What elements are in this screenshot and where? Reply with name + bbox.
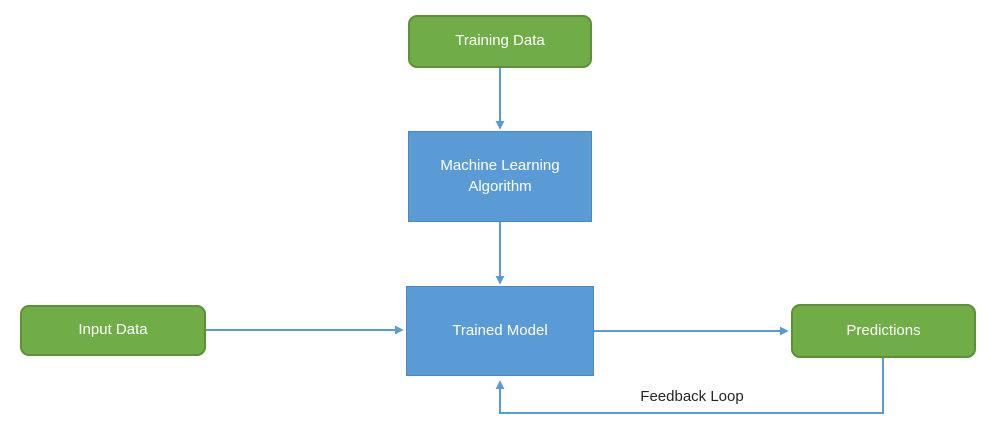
- node-training-data: Training Data: [408, 15, 592, 68]
- feedback-loop-connector: [495, 358, 884, 414]
- feedback-loop-label: Feedback Loop: [640, 388, 744, 405]
- node-training-data-label: Training Data: [455, 32, 545, 50]
- node-predictions-label: Predictions: [846, 321, 921, 339]
- node-machine-learning-algorithm-label: Machine Learning Algorithm: [440, 157, 560, 195]
- node-input-data: Input Data: [20, 305, 206, 356]
- node-predictions: Predictions: [791, 304, 976, 358]
- node-trained-model: Trained Model: [406, 286, 594, 376]
- node-input-data-label: Input Data: [78, 321, 148, 339]
- node-machine-learning-algorithm: Machine Learning Algorithm: [408, 131, 592, 222]
- node-trained-model-label: Trained Model: [452, 321, 548, 339]
